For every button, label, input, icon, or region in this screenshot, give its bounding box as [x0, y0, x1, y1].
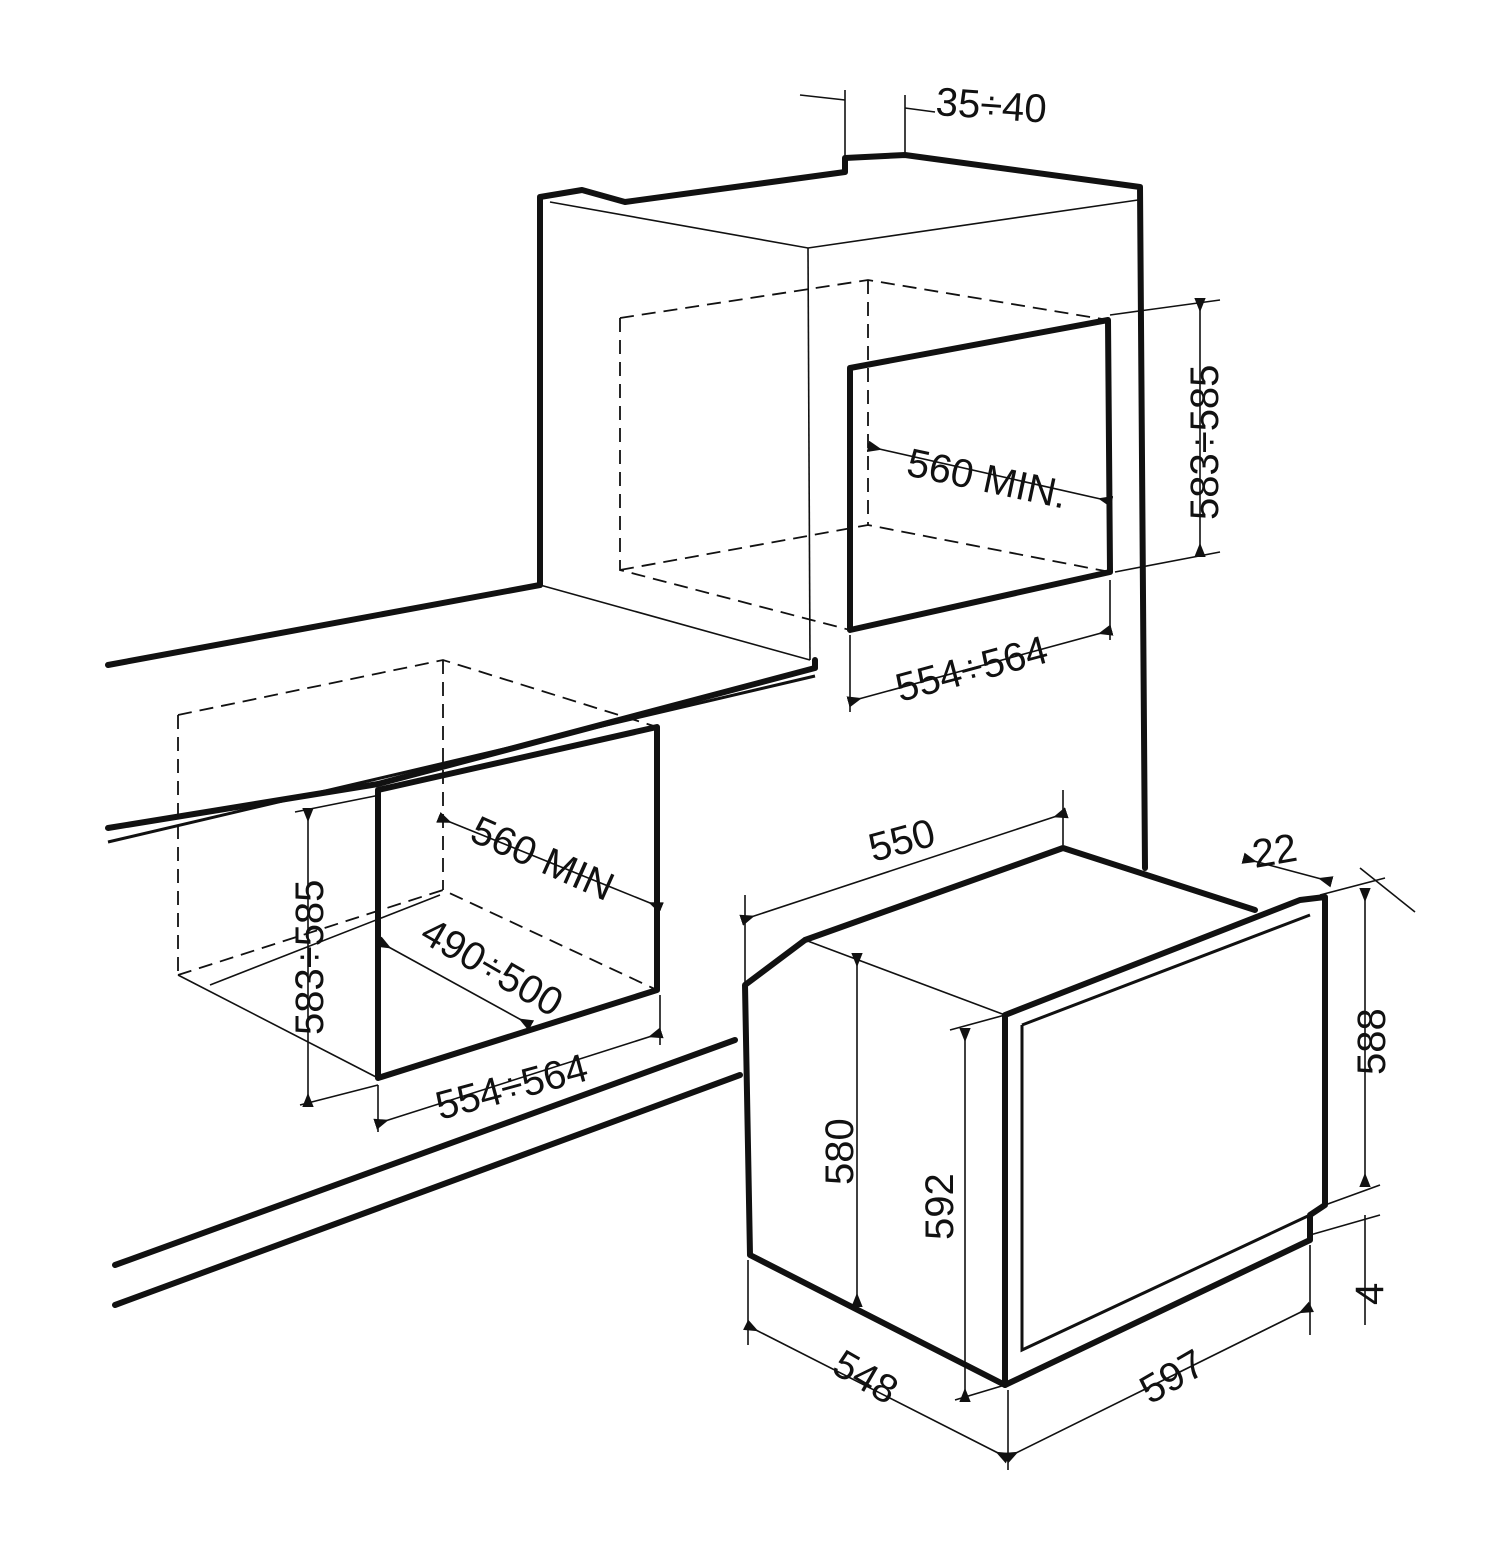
label-top-gap: 35÷40	[934, 80, 1048, 132]
label-lower-niche-depth: 490÷500	[414, 910, 571, 1026]
tall-cabinet	[537, 152, 1148, 871]
label-oven-front-height: 588	[1350, 1008, 1394, 1075]
label-lower-niche-width: 560 MIN	[464, 808, 620, 910]
upper-niche	[619, 279, 1113, 633]
label-lower-niche-opening: 554÷564	[431, 1046, 593, 1129]
label-upper-niche-height: 583÷585	[1183, 365, 1227, 520]
label-oven-depth-top: 550	[864, 811, 940, 871]
label-oven-depth-bottom: 548	[826, 1342, 906, 1413]
label-oven-total-height: 592	[918, 1173, 962, 1240]
label-oven-width: 597	[1133, 1341, 1213, 1412]
label-oven-bottom-gap: 4	[1348, 1283, 1392, 1305]
label-upper-niche-opening: 554÷564	[891, 628, 1053, 711]
oven	[742, 845, 1328, 1388]
dimension-lines	[294, 90, 1416, 1470]
label-door-thickness: 22	[1249, 826, 1300, 877]
label-lower-niche-height: 583÷585	[288, 880, 332, 1035]
label-oven-body-height: 580	[818, 1118, 862, 1185]
label-upper-niche-width: 560 MIN.	[903, 441, 1071, 518]
